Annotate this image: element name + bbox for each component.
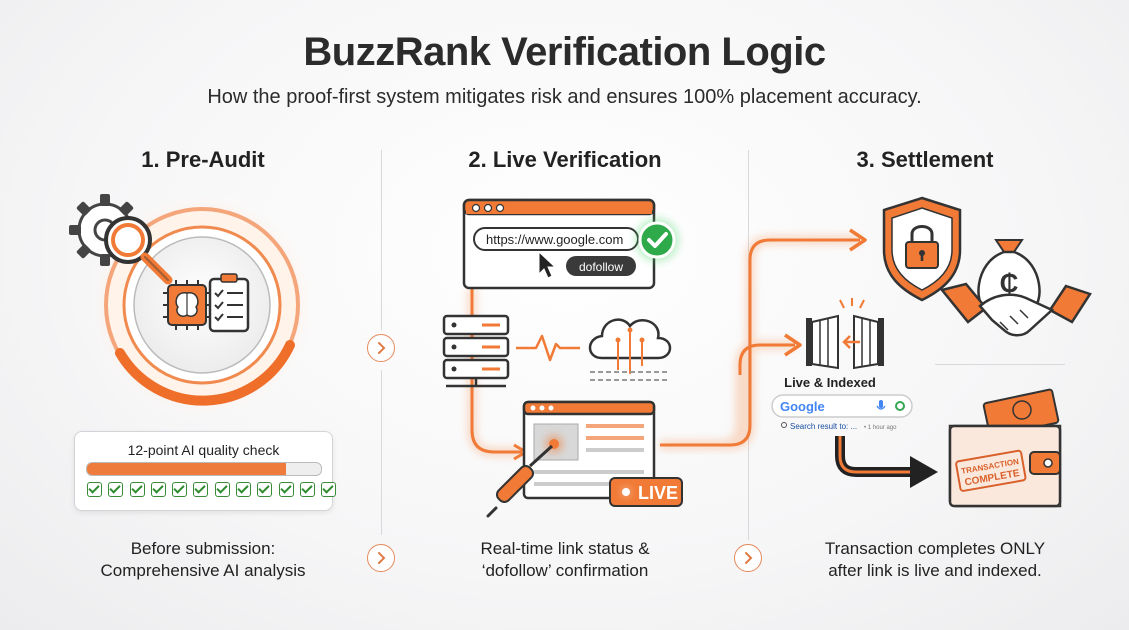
search-result-card: Google Search result to: ... • 1 hour ag… bbox=[771, 394, 913, 431]
search-icon bbox=[781, 422, 787, 428]
settlement-connectors bbox=[660, 228, 867, 450]
column-divider-left-lower bbox=[381, 370, 382, 535]
dofollow-tag: dofollow bbox=[579, 260, 623, 274]
quality-check-box-icon bbox=[150, 482, 166, 497]
search-result-text: Search result to: ... bbox=[790, 422, 857, 431]
page-title: BuzzRank Verification Logic bbox=[303, 30, 826, 74]
cloud-icon bbox=[588, 318, 672, 381]
quality-check-box-icon bbox=[321, 482, 337, 497]
live-badge: LIVE bbox=[609, 477, 683, 507]
probe-icon bbox=[486, 444, 554, 518]
step-2-description-line-1: Real-time link status & bbox=[480, 539, 650, 558]
quality-check-boxes bbox=[87, 482, 337, 497]
lens-icon bbox=[895, 401, 905, 411]
check-success-icon bbox=[635, 218, 679, 262]
microphone-icon bbox=[876, 400, 886, 410]
checklist-icon bbox=[208, 273, 250, 333]
next-chevron-icon bbox=[734, 544, 762, 572]
ai-chip-icon bbox=[163, 280, 211, 330]
gate-label: Live & Indexed bbox=[784, 375, 876, 390]
pre-audit-illustration bbox=[69, 187, 320, 423]
quality-check-box-icon bbox=[299, 482, 315, 497]
magnifier-icon bbox=[104, 216, 173, 285]
wallet-icon: TRANSACTION COMPLETE bbox=[948, 388, 1062, 508]
settle-arrow-icon bbox=[835, 436, 938, 488]
live-verification-illustration: https://www.google.com dofollow bbox=[442, 198, 683, 518]
column-divider-left bbox=[381, 150, 382, 330]
settlement-illustration: ₵ Live & Indexed Google Search result to… bbox=[771, 196, 1092, 508]
step-3-description-line-2: after link is live and indexed. bbox=[828, 561, 1042, 580]
flow-arrow bbox=[738, 343, 795, 375]
quality-check-box-icon bbox=[87, 482, 102, 497]
page-subtitle: How the proof-first system mitigates ris… bbox=[207, 86, 922, 108]
quality-check-box-icon bbox=[257, 482, 273, 497]
browser-url: https://www.google.com bbox=[486, 232, 623, 247]
quality-check-box-icon bbox=[193, 482, 209, 497]
server-icon bbox=[442, 314, 510, 388]
step-1-description-line-2: Comprehensive AI analysis bbox=[100, 561, 306, 580]
shield-lock-icon bbox=[882, 196, 962, 302]
gate-icon bbox=[806, 298, 884, 370]
step-2-description-line-2: ‘dofollow’ confirmation bbox=[481, 561, 649, 580]
cursor-icon bbox=[538, 250, 557, 279]
quality-check-box-icon bbox=[129, 482, 145, 497]
next-chevron-icon bbox=[367, 544, 395, 572]
handshake-icon bbox=[939, 282, 1092, 337]
quality-check-box-icon bbox=[278, 482, 294, 497]
google-logo: Google bbox=[780, 399, 825, 414]
quality-check-box-icon bbox=[236, 482, 252, 497]
live-badge-text: LIVE bbox=[638, 483, 678, 503]
step-3-heading: 3. Settlement bbox=[856, 147, 994, 172]
quality-check-box-icon bbox=[108, 482, 124, 497]
pulse-icon bbox=[516, 334, 580, 362]
quality-check-progress-fill bbox=[87, 463, 286, 475]
svg-text:₵: ₵ bbox=[1000, 268, 1019, 298]
quality-check-progress bbox=[86, 462, 322, 476]
next-chevron-icon bbox=[367, 334, 395, 362]
quality-check-box-icon bbox=[172, 482, 188, 497]
quality-check-box-icon bbox=[214, 482, 230, 497]
quality-check-label: 12-point AI quality check bbox=[127, 442, 280, 458]
search-result-time: • 1 hour ago bbox=[864, 425, 897, 431]
flow-arrow bbox=[660, 238, 860, 447]
step-1-description-line-1: Before submission: bbox=[130, 539, 276, 558]
quality-check-card: 12-point AI quality check bbox=[74, 431, 337, 511]
flow-line bbox=[470, 288, 522, 454]
webpage-icon bbox=[522, 400, 656, 500]
settlement-divider bbox=[935, 364, 1065, 365]
step-3-description-line-1: Transaction completes ONLY bbox=[824, 539, 1046, 558]
browser-window-icon: https://www.google.com dofollow bbox=[462, 198, 656, 290]
step-1-heading: 1. Pre-Audit bbox=[141, 147, 265, 172]
step-1-description: Before submission: Comprehensive AI anal… bbox=[63, 538, 343, 582]
step-2-heading: 2. Live Verification bbox=[468, 147, 662, 172]
step-2-description: Real-time link status & ‘dofollow’ confi… bbox=[425, 538, 705, 582]
step-3-description: Transaction completes ONLY after link is… bbox=[790, 538, 1080, 582]
